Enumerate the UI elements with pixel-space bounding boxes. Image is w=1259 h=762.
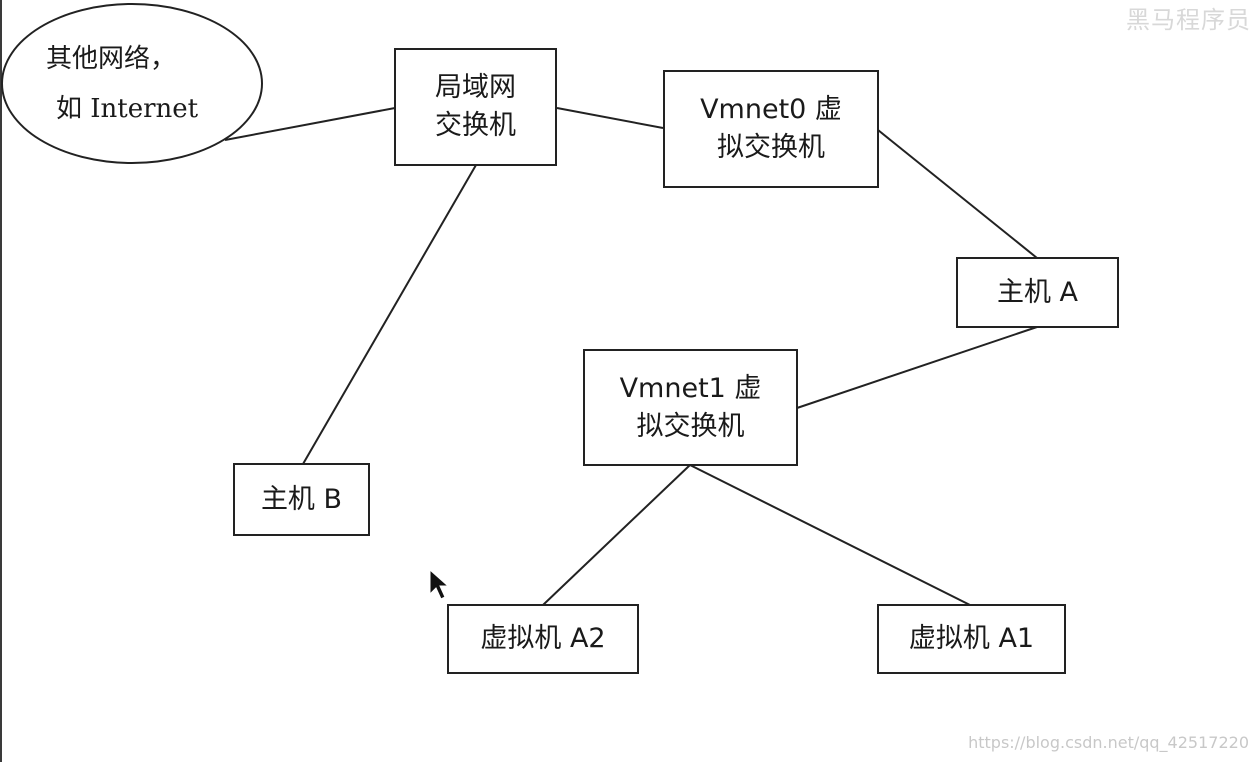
link-host-a-vmnet1 <box>796 326 1038 409</box>
vmnet0-switch-box: Vmnet0 虚 拟交换机 <box>663 70 879 188</box>
watermark: 黑马程序员 <box>1126 6 1251 34</box>
link-cloud-lan-switch <box>224 107 396 141</box>
vm-a1-label: 虚拟机 A1 <box>908 623 1035 654</box>
vmnet0-line2: 拟交换机 <box>717 132 825 163</box>
vmnet1-switch-box: Vmnet1 虚 拟交换机 <box>583 349 798 466</box>
other-network-label: 其他网络， 如 Internet <box>36 34 236 134</box>
vm-a1-box: 虚拟机 A1 <box>877 604 1066 674</box>
host-b-box: 主机 B <box>233 463 370 536</box>
vmnet1-line1: Vmnet1 虚 <box>619 372 762 404</box>
host-a-label: 主机 A <box>996 276 1079 308</box>
vmnet0-line1: Vmnet0 虚 <box>700 94 842 125</box>
link-lan-switch-vmnet0 <box>556 107 664 129</box>
vm-a2-label: 虚拟机 A2 <box>480 623 606 654</box>
host-a-box: 主机 A <box>956 257 1119 328</box>
lan-switch-box: 局域网 交换机 <box>394 48 557 166</box>
source-credit: https://blog.csdn.net/qq_42517220 <box>968 733 1249 752</box>
link-vmnet1-vm-a1 <box>689 464 971 606</box>
host-b-label: 主机 B <box>260 483 343 515</box>
other-network-line2: 如 Internet <box>56 94 199 124</box>
mouse-cursor-icon <box>429 568 450 600</box>
vm-a2-box: 虚拟机 A2 <box>447 604 639 674</box>
lan-switch-line1: 局域网 <box>435 72 516 103</box>
link-vmnet0-host-a <box>877 129 1038 259</box>
other-network-cloud <box>1 3 263 164</box>
link-lan-switch-host-b <box>302 164 477 465</box>
link-vmnet1-vm-a2 <box>542 464 691 606</box>
lan-switch-line2: 交换机 <box>435 110 516 141</box>
window-left-border <box>0 0 2 762</box>
vmnet1-line2: 拟交换机 <box>636 410 745 442</box>
other-network-line1: 其他网络， <box>46 44 177 74</box>
